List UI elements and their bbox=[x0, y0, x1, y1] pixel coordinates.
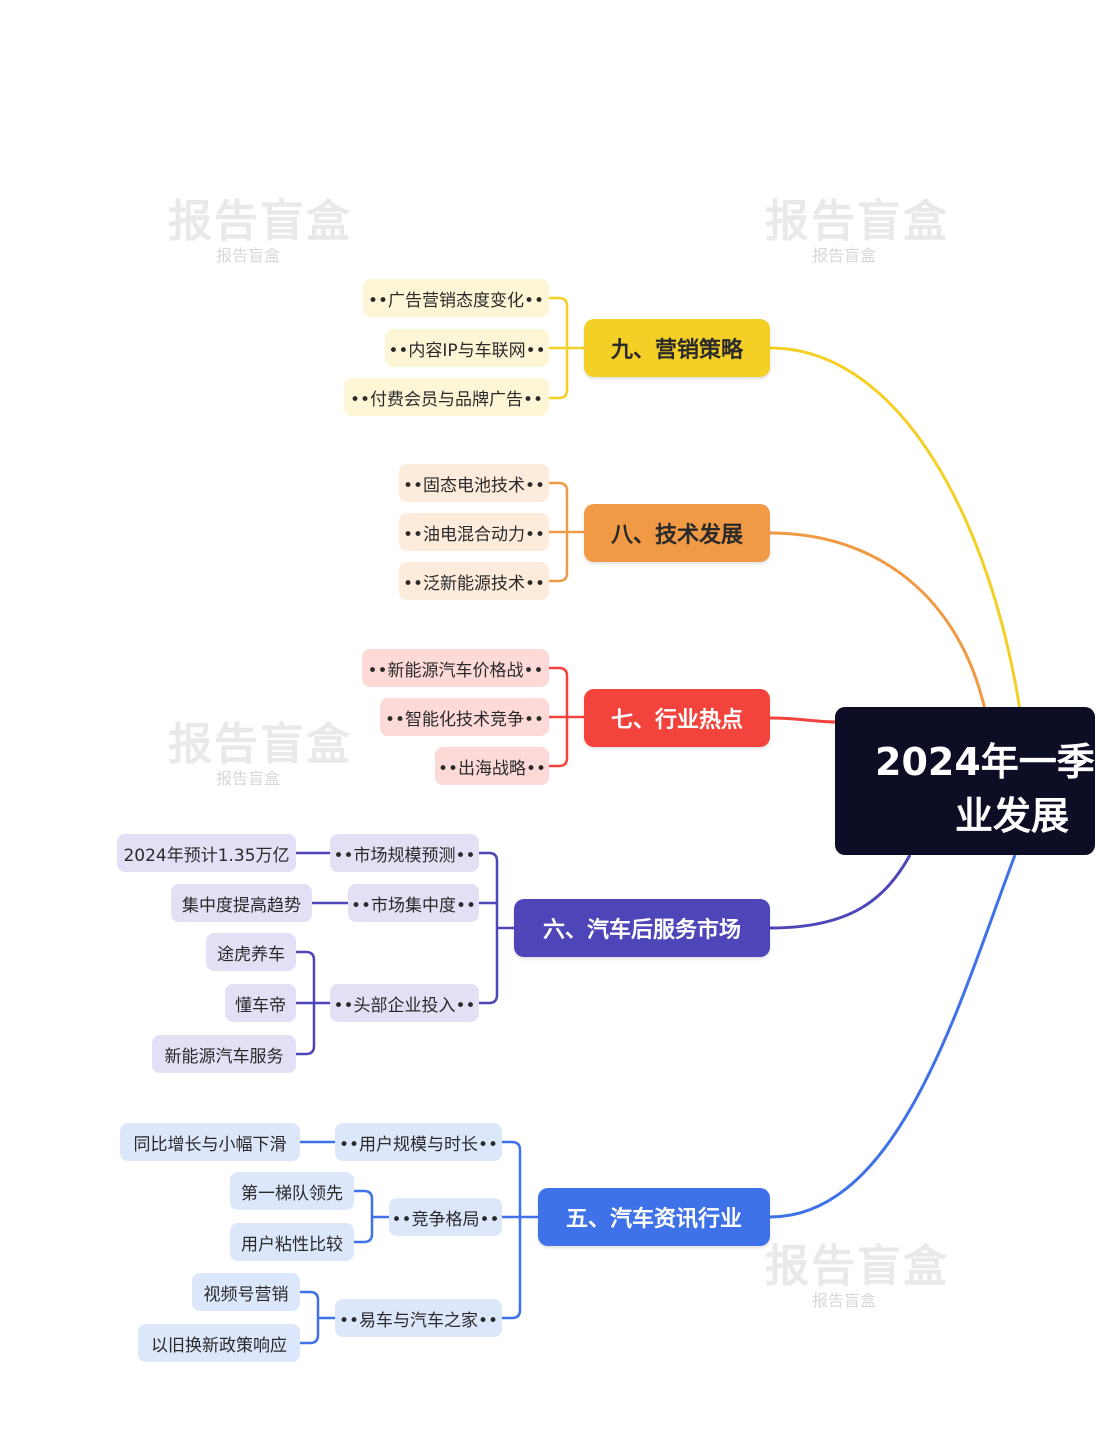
leaf-node[interactable]: 以旧换新政策响应 bbox=[138, 1324, 300, 1362]
sub-node[interactable]: ••智能化技术竞争•• bbox=[380, 698, 549, 736]
edge-root-b8 bbox=[769, 531, 987, 711]
root-title-line1: 2024年一季 bbox=[875, 740, 1095, 784]
edge-root-b5 bbox=[769, 854, 1017, 1219]
sub-node[interactable]: ••固态电池技术•• bbox=[399, 464, 549, 502]
sub-node[interactable]: ••用户规模与时长•• bbox=[335, 1123, 502, 1161]
watermark-logo: 报告盲盒 bbox=[168, 196, 352, 247]
edge-root-b6 bbox=[769, 854, 912, 930]
root-title-line2: 业发展 bbox=[955, 794, 1070, 838]
edge-root-b9 bbox=[769, 346, 1022, 711]
watermark-logo: 报告盲盒 bbox=[168, 719, 352, 770]
watermark-logo: 报告盲盒 bbox=[765, 1241, 949, 1292]
branch-industry-hotspots[interactable]: 七、行业热点 bbox=[584, 689, 770, 747]
root-node[interactable]: 2024年一季 业发展 bbox=[835, 707, 1095, 855]
sub-node[interactable]: ••油电混合动力•• bbox=[399, 513, 549, 551]
sub-node[interactable]: ••付费会员与品牌广告•• bbox=[344, 378, 549, 416]
branch-tech-development[interactable]: 八、技术发展 bbox=[584, 504, 770, 562]
watermark-sub: 报告盲盒 bbox=[812, 1291, 877, 1310]
leaf-node[interactable]: 2024年预计1.35万亿 bbox=[117, 834, 296, 872]
leaf-node[interactable]: 第一梯队领先 bbox=[230, 1172, 354, 1210]
sub-node[interactable]: ••易车与汽车之家•• bbox=[335, 1299, 502, 1337]
watermark-sub: 报告盲盒 bbox=[216, 246, 281, 265]
watermark-sub: 报告盲盒 bbox=[216, 769, 281, 788]
leaf-node[interactable]: 同比增长与小幅下滑 bbox=[120, 1123, 300, 1161]
sub-node[interactable]: ••出海战略•• bbox=[435, 747, 549, 785]
sub-node[interactable]: ••头部企业投入•• bbox=[330, 984, 479, 1022]
leaf-node[interactable]: 新能源汽车服务 bbox=[152, 1035, 296, 1073]
sub-node[interactable]: ••市场规模预测•• bbox=[330, 834, 479, 872]
sub-node[interactable]: ••泛新能源技术•• bbox=[399, 562, 549, 600]
sub-node[interactable]: ••内容IP与车联网•• bbox=[385, 329, 549, 367]
branch-marketing-strategy[interactable]: 九、营销策略 bbox=[584, 319, 770, 377]
edge-root-b7 bbox=[769, 716, 839, 724]
sub-node[interactable]: ••市场集中度•• bbox=[348, 884, 479, 922]
branch-auto-info-industry[interactable]: 五、汽车资讯行业 bbox=[538, 1188, 770, 1246]
leaf-node[interactable]: 懂车帝 bbox=[225, 984, 296, 1022]
watermark-sub: 报告盲盒 bbox=[812, 246, 877, 265]
leaf-node[interactable]: 用户粘性比较 bbox=[230, 1223, 354, 1261]
sub-node[interactable]: ••竞争格局•• bbox=[389, 1198, 502, 1236]
leaf-node[interactable]: 视频号营销 bbox=[192, 1273, 300, 1311]
branch-aftermarket-service[interactable]: 六、汽车后服务市场 bbox=[514, 899, 770, 957]
sub-node[interactable]: ••广告营销态度变化•• bbox=[363, 279, 549, 317]
leaf-node[interactable]: 集中度提高趋势 bbox=[171, 884, 312, 922]
sub-node[interactable]: ••新能源汽车价格战•• bbox=[362, 649, 549, 687]
watermark-logo: 报告盲盒 bbox=[765, 196, 949, 247]
leaf-node[interactable]: 途虎养车 bbox=[206, 933, 296, 971]
